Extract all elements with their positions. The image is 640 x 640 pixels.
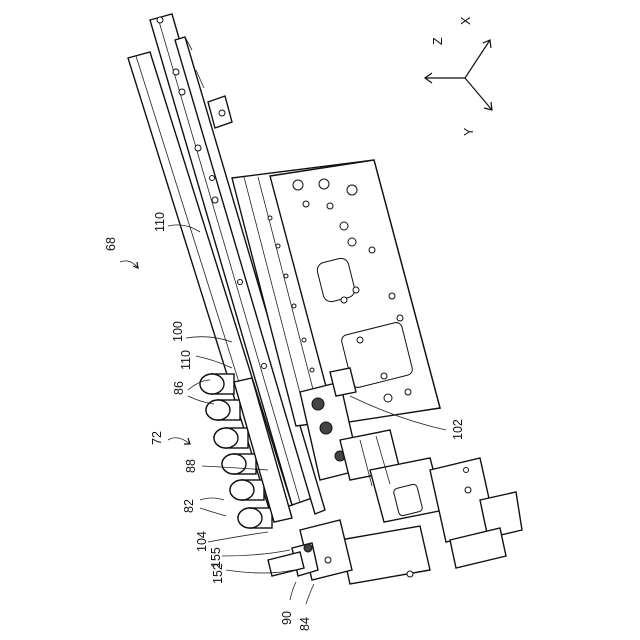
ref-104: 104 bbox=[195, 531, 209, 552]
axis-y-label: Y bbox=[462, 127, 476, 136]
axis-indicator: Z X Y bbox=[425, 16, 492, 136]
ref-88: 88 bbox=[184, 459, 198, 473]
ref-110-mid: 110 bbox=[179, 350, 193, 370]
ref-72: 72 bbox=[150, 431, 164, 445]
axis-z-label: Z bbox=[431, 37, 445, 45]
ref-82: 82 bbox=[182, 499, 196, 513]
ref-102: 102 bbox=[451, 419, 465, 440]
ref-86: 86 bbox=[172, 381, 186, 395]
ref-100: 100 bbox=[171, 321, 185, 342]
ref-68: 68 bbox=[104, 237, 118, 251]
ref-152: 152 bbox=[211, 563, 225, 584]
ref-110-top: 110 bbox=[153, 212, 167, 232]
ref-84: 84 bbox=[298, 617, 312, 631]
axis-x-label: X bbox=[459, 16, 473, 25]
ref-90: 90 bbox=[280, 611, 294, 625]
